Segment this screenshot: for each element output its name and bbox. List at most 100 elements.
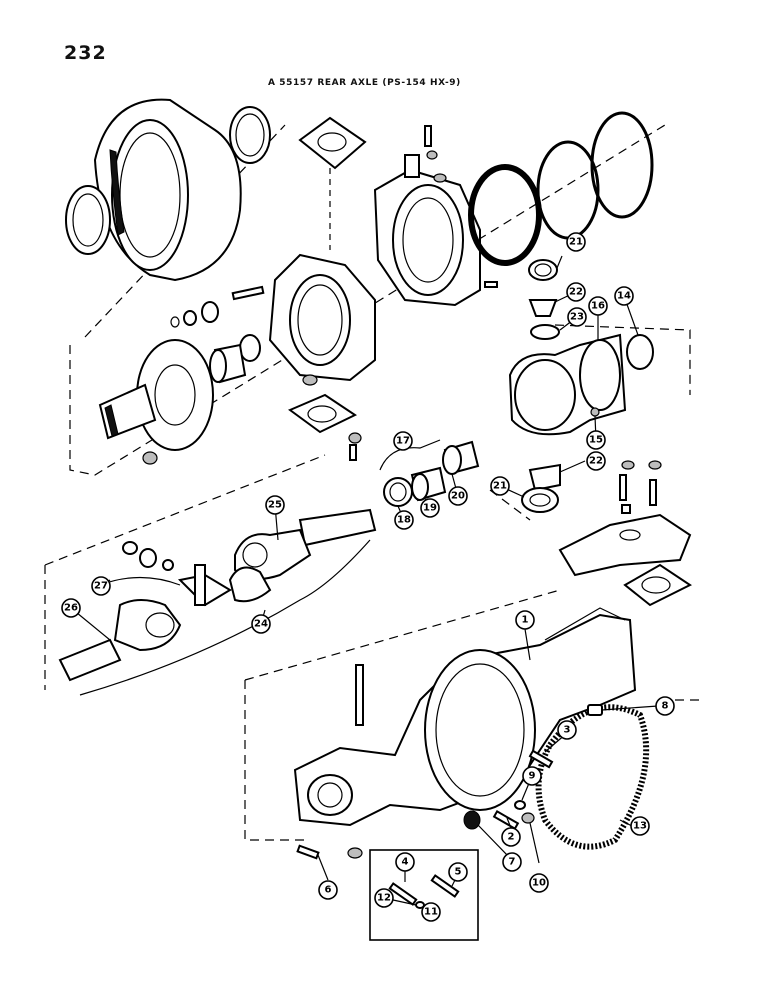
group-27-bracket [99, 576, 181, 586]
callout-11: 11 [421, 902, 441, 922]
svg-text:1: 1 [522, 615, 529, 626]
upper-pins [404, 125, 498, 288]
group-17-bracket [379, 439, 441, 471]
sleeve-19 [410, 466, 447, 502]
nut-lower [347, 847, 363, 859]
callout-4: 4 [395, 852, 415, 872]
bearing-spacer [530, 324, 560, 340]
callout-22-lower: 22 [586, 451, 606, 471]
svg-text:27: 27 [94, 581, 108, 592]
callout-20: 20 [448, 486, 468, 506]
svg-text:23: 23 [570, 312, 584, 323]
callout-18: 18 [394, 510, 414, 530]
inset-stud-5 [430, 874, 460, 898]
callout-12: 12 [374, 888, 394, 908]
steering-knuckle [508, 333, 627, 436]
svg-text:18: 18 [397, 515, 411, 526]
callout-17: 17 [393, 431, 413, 451]
svg-text:10: 10 [532, 878, 546, 889]
svg-text:26: 26 [64, 603, 78, 614]
callout-26: 26 [61, 598, 81, 618]
sleeve-20 [442, 440, 480, 475]
svg-text:2: 2 [508, 832, 515, 843]
svg-text:17: 17 [396, 436, 410, 447]
callout-8: 8 [655, 696, 675, 716]
callout-3: 3 [557, 720, 577, 740]
axle-housing [293, 607, 637, 827]
svg-text:16: 16 [591, 301, 605, 312]
gasket [535, 704, 650, 850]
svg-text:4: 4 [402, 857, 409, 868]
bearing-sleeve [209, 343, 247, 384]
top-cover-plate [298, 116, 367, 250]
steering-arm-plate [623, 563, 692, 607]
callout-9: 9 [522, 766, 542, 786]
sleeve-18 [383, 477, 413, 507]
washer-9 [514, 800, 526, 810]
callout-22-upper: 22 [566, 282, 586, 302]
o-ring [468, 164, 542, 266]
callout-14: 14 [614, 286, 634, 306]
planet-carrier [268, 253, 376, 382]
svg-text:24: 24 [254, 619, 268, 630]
seal-o-ring [626, 334, 654, 370]
u-joint-bearings [122, 541, 174, 571]
steering-arm [558, 460, 692, 577]
svg-text:8: 8 [662, 701, 669, 712]
svg-text:3: 3 [564, 725, 571, 736]
callout-7: 7 [502, 852, 522, 872]
callout-15: 15 [586, 430, 606, 450]
callout-27: 27 [91, 576, 111, 596]
group-24-bracket [79, 539, 371, 696]
inner-shaft [58, 599, 182, 682]
seal-ring-upper-left [229, 106, 271, 164]
stud-2 [492, 810, 520, 830]
svg-text:14: 14 [617, 291, 631, 302]
callout-6: 6 [318, 880, 338, 900]
u-joint-spider [177, 564, 232, 607]
seal-ring-lower-left [65, 185, 111, 255]
callout-2: 2 [501, 827, 521, 847]
bearing-cup-lower [521, 487, 559, 513]
bearing-cup-upper [528, 259, 558, 281]
svg-text:22: 22 [589, 456, 603, 467]
breather-7 [463, 810, 481, 830]
callout-21-upper: 21 [566, 232, 586, 252]
small-bolt-parts [170, 285, 318, 386]
svg-text:7: 7 [509, 857, 516, 868]
callout-23: 23 [567, 307, 587, 327]
stud-3 [528, 749, 554, 769]
inset-stud-4 [388, 882, 418, 906]
stud-6 [296, 844, 320, 860]
callout-10: 10 [529, 873, 549, 893]
svg-text:22: 22 [569, 287, 583, 298]
bearing-cone-upper [528, 299, 558, 317]
snap-ring-2 [590, 111, 654, 219]
svg-text:21: 21 [493, 481, 507, 492]
lower-cover-plate [287, 393, 362, 461]
svg-text:11: 11 [424, 907, 438, 918]
lock-nut [142, 451, 158, 465]
svg-text:12: 12 [377, 893, 391, 904]
nut-10 [521, 812, 535, 824]
hardware-inset-box [369, 849, 479, 941]
svg-text:25: 25 [268, 500, 282, 511]
svg-text:13: 13 [633, 821, 647, 832]
axle-shaft-flange [98, 339, 214, 451]
hub-drum [93, 98, 242, 282]
plug-8 [587, 704, 603, 716]
outer-shaft [228, 508, 377, 603]
callout-24: 24 [251, 614, 271, 634]
callout-19: 19 [420, 498, 440, 518]
spindle-housing [373, 168, 481, 307]
svg-text:15: 15 [589, 435, 603, 446]
svg-text:20: 20 [451, 491, 465, 502]
bearing-cone-lower [528, 463, 561, 492]
page-number: 232 [64, 42, 107, 64]
long-bolt [355, 664, 364, 726]
callout-21-lower: 21 [490, 476, 510, 496]
callout-5: 5 [448, 862, 468, 882]
callout-25: 25 [265, 495, 285, 515]
